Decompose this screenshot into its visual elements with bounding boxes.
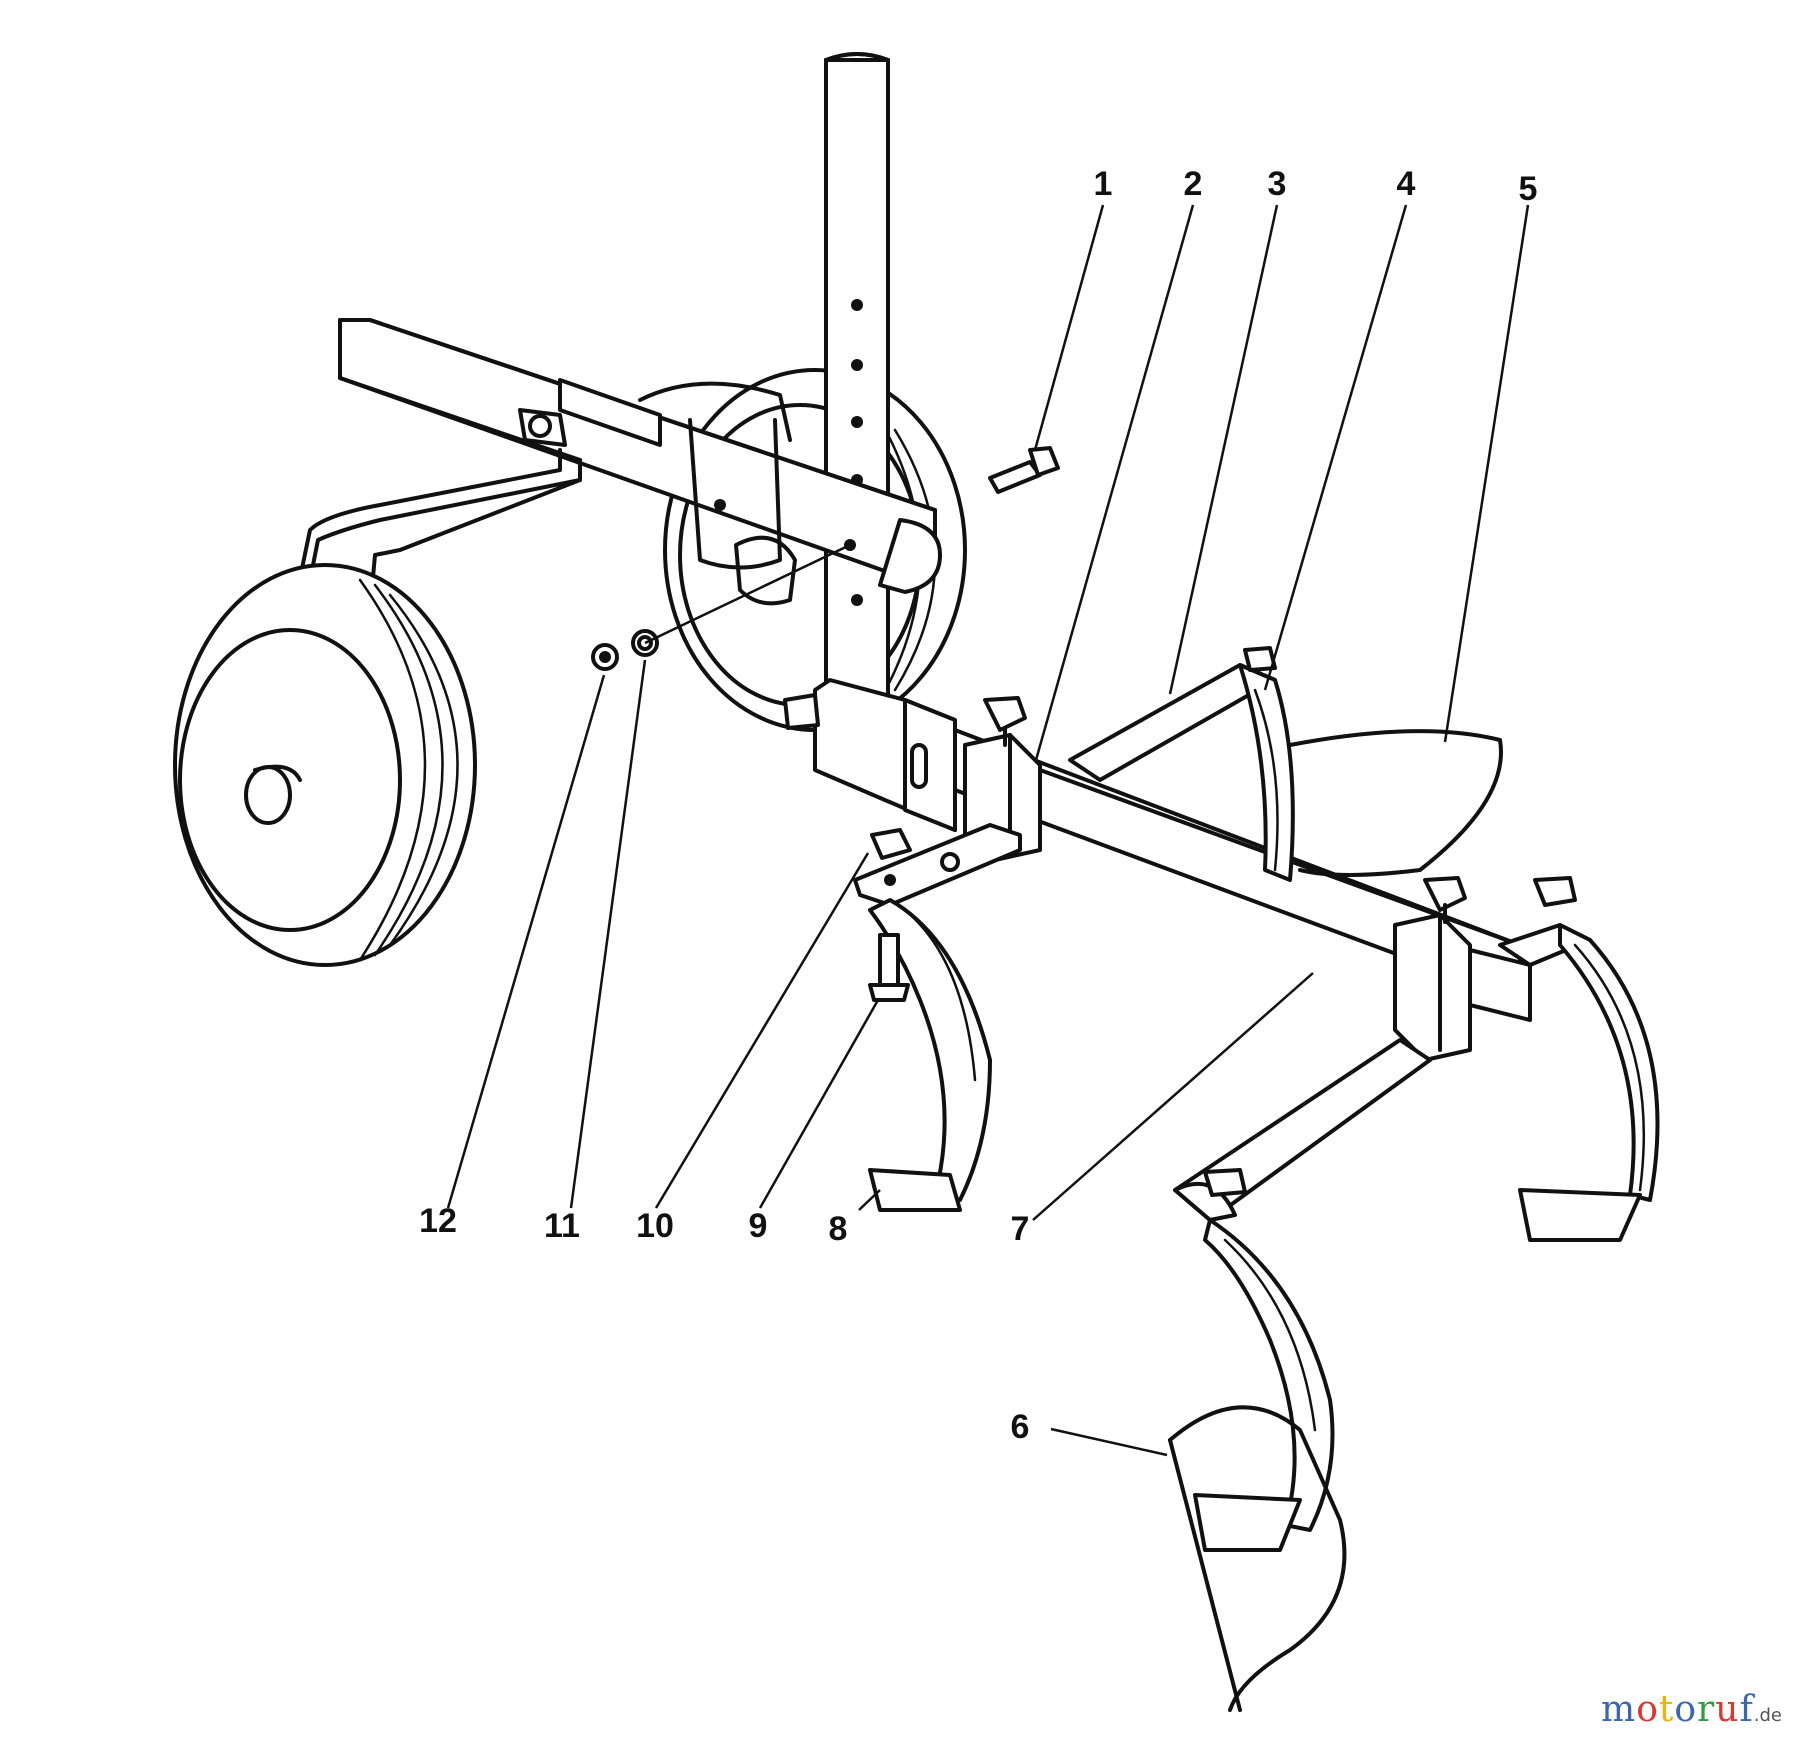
callout-5: 5 — [1519, 170, 1538, 208]
tine-arm-front — [1168, 1038, 1432, 1712]
watermark-letter-0: m — [1601, 1689, 1637, 1730]
watermark-letter-5: u — [1715, 1689, 1740, 1730]
beam-bracket — [638, 381, 792, 570]
leader-lines — [446, 204, 1530, 1457]
front-wheel — [173, 563, 477, 967]
sweep-blade-rear — [1288, 729, 1503, 877]
hardware-bolt-9 — [868, 933, 910, 1002]
tine-arm-right — [1498, 876, 1660, 1242]
callout-11: 11 — [544, 1207, 580, 1245]
callout-8: 8 — [829, 1210, 848, 1248]
callout-7: 7 — [1011, 1210, 1030, 1248]
tine-arm-rear — [1068, 646, 1295, 882]
callout-labels: 1 2 3 4 5 6 7 8 9 10 11 12 — [419, 165, 1537, 1446]
watermark-letter-3: o — [1674, 1689, 1698, 1730]
hardware-nut-10 — [870, 828, 912, 860]
callout-1: 1 — [1094, 165, 1113, 203]
watermark-letter-2: t — [1658, 1689, 1675, 1730]
callout-6: 6 — [1011, 1408, 1030, 1446]
callout-9: 9 — [749, 1207, 768, 1245]
watermark-letter-4: r — [1697, 1689, 1716, 1730]
watermark-letter-6: f — [1739, 1689, 1754, 1730]
hardware-nut-and-washer — [591, 629, 659, 671]
watermark-letter-1: o — [1636, 1689, 1659, 1730]
callout-3: 3 — [1268, 165, 1287, 203]
tine-arm-left — [853, 823, 1022, 1212]
watermark-suffix: .de — [1753, 1705, 1782, 1726]
vertical-mast-front — [824, 52, 890, 712]
callout-2: 2 — [1184, 165, 1203, 203]
watermark-logo: motoruf.de — [1601, 1689, 1782, 1730]
upper-beam — [338, 318, 942, 594]
hardware-bolt-1 — [988, 446, 1060, 494]
collar-tbolts — [983, 696, 1467, 924]
watermark-text: motoruf — [1601, 1689, 1754, 1730]
callout-4: 4 — [1397, 165, 1416, 203]
callout-10: 10 — [636, 1207, 674, 1245]
callout-12: 12 — [419, 1202, 457, 1240]
mast-clamp — [783, 678, 957, 832]
